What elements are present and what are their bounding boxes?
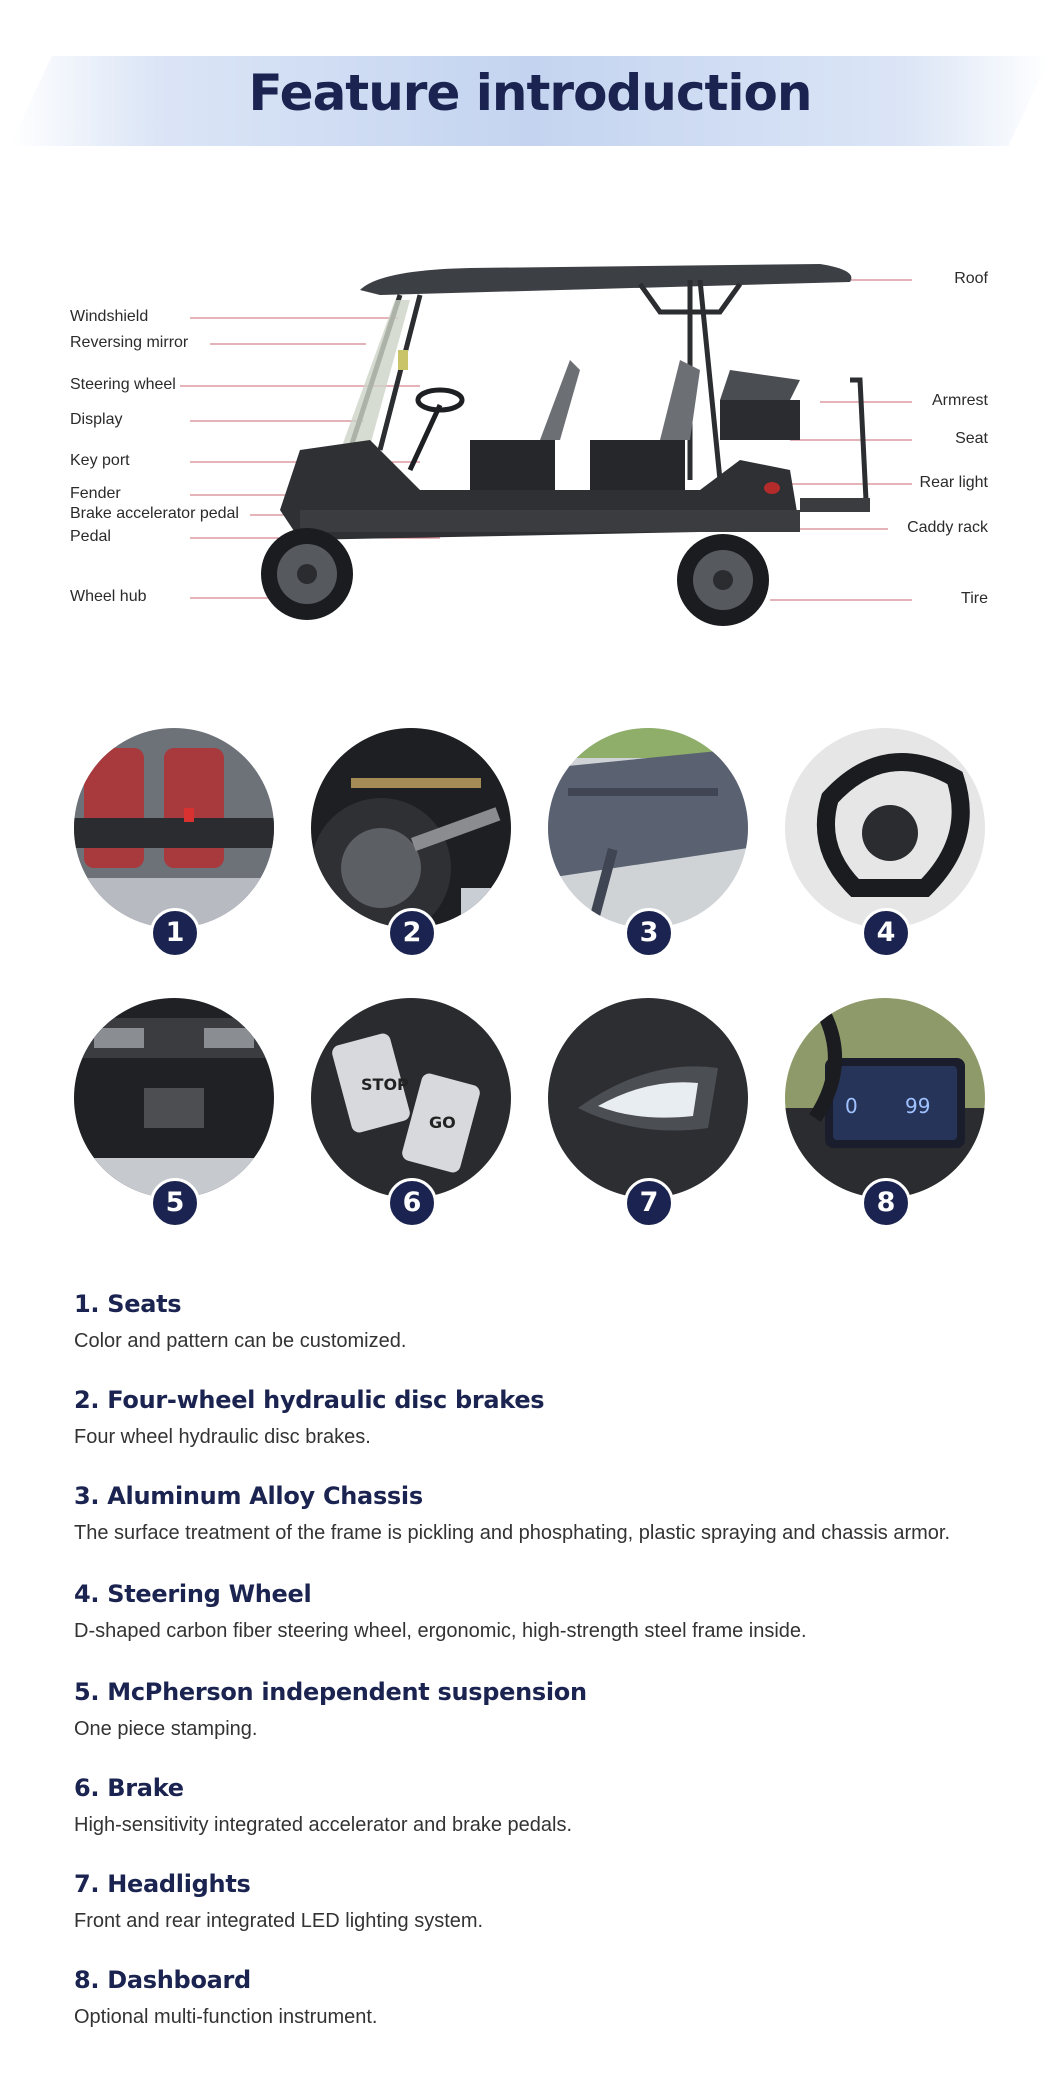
feature-title: 1. Seats — [74, 1290, 182, 1318]
feature-item-dashboard: 8. Dashboard Optional multi-function ins… — [74, 1966, 1014, 2029]
feature-item-seats: 1. Seats Color and pattern can be custom… — [74, 1290, 1014, 1353]
feature-item-disc-brakes: 2. Four-wheel hydraulic disc brakes Four… — [74, 1386, 1014, 1449]
callout-seat: Seat — [955, 430, 988, 447]
callout-display: Display — [70, 411, 123, 428]
feature-title: 2. Four-wheel hydraulic disc brakes — [74, 1386, 545, 1414]
chassis-photo — [548, 728, 748, 928]
callout-rear-light: Rear light — [919, 474, 988, 491]
feature-item-suspension: 5. McPherson independent suspension One … — [74, 1678, 1014, 1741]
feature-desc: D-shaped carbon fiber steering wheel, er… — [74, 1620, 807, 1642]
badge-2: 2 — [387, 908, 437, 958]
callout-roof: Roof — [954, 270, 988, 287]
disc-brakes-photo — [311, 728, 511, 928]
feature-desc: Front and rear integrated LED lighting s… — [74, 1910, 484, 1932]
feature-title: 7. Headlights — [74, 1870, 251, 1898]
feature-item-chassis: 3. Aluminum Alloy Chassis The surface tr… — [74, 1482, 1014, 1545]
callout-tire: Tire — [961, 590, 988, 607]
callout-key-port: Key port — [70, 452, 130, 469]
feature-item-brake: 6. Brake High-sensitivity integrated acc… — [74, 1774, 1014, 1837]
golf-cart-illustration — [180, 264, 912, 626]
dashboard-photo: 0 99 — [785, 998, 985, 1198]
callout-windshield: Windshield — [70, 308, 149, 325]
headlights-photo — [548, 998, 748, 1198]
callout-pedal: Pedal — [70, 528, 111, 545]
callout-caddy-rack: Caddy rack — [907, 519, 988, 536]
callout-steering-wheel: Steering wheel — [70, 376, 176, 393]
feature-title: 3. Aluminum Alloy Chassis — [74, 1482, 423, 1510]
feature-title: 6. Brake — [74, 1774, 184, 1802]
callout-brake-accelerator-pedal: Brake accelerator pedal — [70, 505, 239, 522]
badge-8: 8 — [861, 1178, 911, 1228]
feature-title: 5. McPherson independent suspension — [74, 1678, 587, 1706]
badge-4: 4 — [861, 908, 911, 958]
pedal-stop-label: STOP — [361, 1075, 409, 1094]
header-banner — [10, 56, 1050, 146]
feature-desc: One piece stamping. — [74, 1718, 258, 1740]
callout-wheel-hub: Wheel hub — [70, 588, 147, 605]
callout-armrest: Armrest — [932, 392, 988, 409]
feature-item-headlights: 7. Headlights Front and rear integrated … — [74, 1870, 1014, 1933]
badge-6: 6 — [387, 1178, 437, 1228]
callout-fender: Fender — [70, 485, 121, 502]
feature-desc: The surface treatment of the frame is pi… — [74, 1522, 951, 1544]
badge-3: 3 — [624, 908, 674, 958]
feature-desc: Optional multi-function instrument. — [74, 2006, 378, 2028]
feature-item-steering-wheel: 4. Steering Wheel D-shaped carbon fiber … — [74, 1580, 1014, 1643]
badge-5: 5 — [150, 1178, 200, 1228]
badge-1: 1 — [150, 908, 200, 958]
feature-title: 8. Dashboard — [74, 1966, 251, 1994]
dashboard-battery: 99 — [905, 1094, 930, 1118]
badge-7: 7 — [624, 1178, 674, 1228]
callout-reversing-mirror: Reversing mirror — [70, 334, 189, 351]
callout-lines — [180, 279, 912, 601]
feature-title: 4. Steering Wheel — [74, 1580, 312, 1608]
feature-desc: Color and pattern can be customized. — [74, 1330, 407, 1352]
pedals-photo: STOP GO — [311, 998, 511, 1198]
cart-diagram: Windshield Reversing mirror Steering whe… — [0, 240, 1060, 640]
dashboard-speed: 0 — [845, 1094, 858, 1118]
suspension-photo — [74, 998, 274, 1198]
seats-photo — [74, 728, 274, 928]
feature-desc: Four wheel hydraulic disc brakes. — [74, 1426, 371, 1448]
pedal-go-label: GO — [429, 1113, 456, 1132]
steering-wheel-photo — [785, 728, 985, 928]
page-title: Feature introduction — [248, 64, 813, 122]
feature-desc: High-sensitivity integrated accelerator … — [74, 1814, 573, 1836]
